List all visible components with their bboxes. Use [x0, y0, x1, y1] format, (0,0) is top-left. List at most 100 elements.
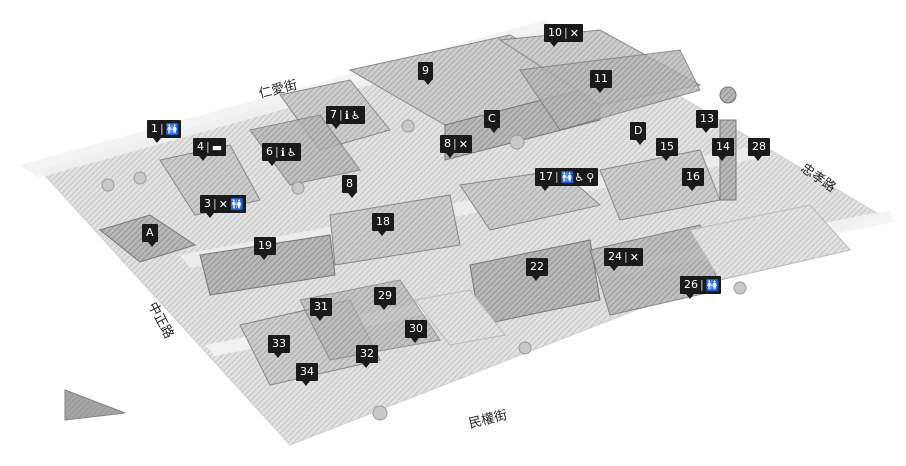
map-marker-28[interactable]: 28: [748, 138, 770, 161]
marker-label: 15: [660, 140, 674, 153]
marker-separator: |: [700, 278, 704, 291]
marker-label: 24: [608, 250, 622, 263]
marker-separator: |: [453, 137, 457, 150]
marker-label: 13: [700, 112, 714, 125]
info-icon: ℹ: [280, 145, 285, 159]
map-marker-19[interactable]: 19: [254, 237, 276, 260]
tree: [401, 119, 415, 133]
marker-label: 32: [360, 347, 374, 360]
tower-top: [719, 86, 737, 104]
map-marker-24[interactable]: 24|✕: [604, 248, 643, 271]
map-marker-9[interactable]: 9: [418, 62, 433, 85]
marker-label: 19: [258, 239, 272, 252]
marker-separator: |: [564, 26, 568, 39]
building: [299, 279, 441, 361]
marker-label: 29: [378, 289, 392, 302]
map-marker-18[interactable]: 18: [372, 213, 394, 236]
map-marker-3[interactable]: 3|✕🚻: [200, 195, 246, 218]
marker-label: 14: [716, 140, 730, 153]
marker-label: 8: [346, 177, 353, 190]
map-marker-32[interactable]: 32: [356, 345, 378, 368]
marker-label: 11: [594, 72, 608, 85]
bath-icon: ▬: [211, 140, 223, 154]
marker-label: 3: [204, 197, 211, 210]
building: [329, 194, 461, 266]
tree: [733, 281, 747, 295]
food-icon: ✕: [218, 197, 228, 211]
food-icon: ✕: [569, 26, 579, 40]
accessible-icon: ♿: [574, 170, 585, 184]
tree: [133, 171, 147, 185]
accessible-icon: ♿: [350, 108, 361, 122]
accessible-icon: ♿: [286, 145, 297, 159]
info-icon: ℹ: [344, 108, 349, 122]
street-label-minquan: 民權街: [467, 408, 508, 432]
marker-label: 26: [684, 278, 698, 291]
building: [519, 49, 701, 131]
map-marker-34[interactable]: 34: [296, 363, 318, 386]
stroller-icon: ⚲: [586, 170, 595, 184]
tree: [101, 178, 115, 192]
map-marker-4[interactable]: 4|▬: [193, 138, 227, 161]
map-marker-A[interactable]: A: [142, 224, 158, 247]
tree: [509, 134, 525, 150]
marker-label: 34: [300, 365, 314, 378]
toilet-icon: 🚻: [560, 170, 575, 184]
marker-label: 7: [330, 108, 337, 121]
map-marker-29[interactable]: 29: [374, 287, 396, 310]
marker-label: A: [146, 226, 154, 239]
map-marker-30[interactable]: 30: [405, 320, 427, 343]
marker-separator: |: [555, 170, 559, 183]
marker-separator: |: [213, 197, 217, 210]
marker-label: 8: [444, 137, 451, 150]
food-icon: ✕: [629, 250, 639, 264]
marker-label: 17: [539, 170, 553, 183]
north-arrow-icon: [64, 389, 126, 421]
marker-separator: |: [339, 108, 343, 121]
map-marker-10[interactable]: 10|✕: [544, 24, 583, 47]
marker-separator: |: [275, 145, 279, 158]
marker-label: 16: [686, 170, 700, 183]
marker-label: 22: [530, 260, 544, 273]
map-marker-13[interactable]: 13: [696, 110, 718, 133]
toilet-icon: 🚻: [229, 197, 244, 211]
buildings: [98, 29, 851, 386]
marker-label: 30: [409, 322, 423, 335]
marker-separator: |: [206, 140, 210, 153]
map-marker-31[interactable]: 31: [310, 298, 332, 321]
marker-separator: |: [624, 250, 628, 263]
map-marker-7[interactable]: 7|ℹ♿: [326, 106, 365, 129]
building: [249, 114, 361, 186]
tree: [372, 405, 388, 421]
map-marker-C[interactable]: C: [484, 110, 500, 133]
tree: [291, 181, 305, 195]
map-marker-D[interactable]: D: [630, 122, 647, 145]
map-marker-17[interactable]: 17|🚻♿⚲: [535, 168, 599, 191]
toilet-icon: 🚻: [705, 278, 720, 292]
map-marker-15[interactable]: 15: [656, 138, 678, 161]
marker-label: D: [634, 124, 643, 137]
building: [689, 204, 851, 281]
toilet-icon: 🚻: [165, 122, 180, 136]
marker-label: C: [488, 112, 496, 125]
marker-label: 10: [548, 26, 562, 39]
map-marker-16[interactable]: 16: [682, 168, 704, 191]
marker-label: 9: [422, 64, 429, 77]
map-marker-14[interactable]: 14: [712, 138, 734, 161]
map-marker-8[interactable]: 8|✕: [440, 135, 472, 158]
map-marker-33[interactable]: 33: [268, 335, 290, 358]
food-icon: ✕: [458, 137, 468, 151]
marker-label: 18: [376, 215, 390, 228]
marker-separator: |: [160, 122, 164, 135]
parking-lot: [414, 289, 506, 346]
map-marker-22[interactable]: 22: [526, 258, 548, 281]
marker-label: 33: [272, 337, 286, 350]
map-marker-6[interactable]: 6|ℹ♿: [262, 143, 301, 166]
map-marker-26[interactable]: 26|🚻: [680, 276, 722, 299]
map-marker-11[interactable]: 11: [590, 70, 612, 93]
trees: [101, 119, 747, 421]
marker-label: 31: [314, 300, 328, 313]
map-marker-1[interactable]: 1|🚻: [147, 120, 182, 143]
map-marker-8[interactable]: 8: [342, 175, 357, 198]
